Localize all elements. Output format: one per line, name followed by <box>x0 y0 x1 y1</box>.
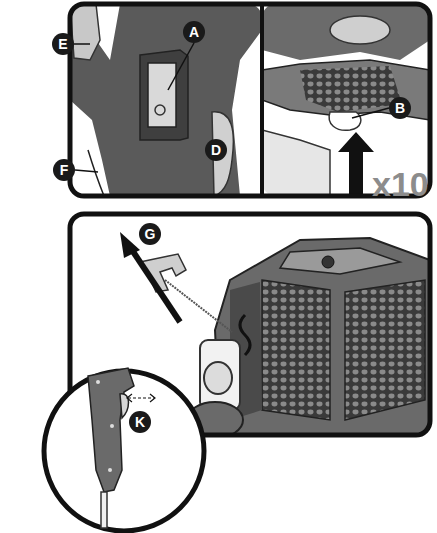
handle-view <box>70 4 262 196</box>
inset-circle <box>44 371 204 531</box>
callout-letter: F <box>53 159 75 181</box>
callout-letter: K <box>129 411 151 433</box>
callout-letter: D <box>205 139 227 161</box>
callout-letter: G <box>139 223 161 245</box>
callout-letter: B <box>389 97 411 119</box>
callout-letter: E <box>52 33 74 55</box>
grip-detail <box>88 368 155 528</box>
repeat-count: x10 <box>372 166 429 202</box>
callout-letter: A <box>183 21 205 43</box>
engine-view <box>70 214 430 435</box>
